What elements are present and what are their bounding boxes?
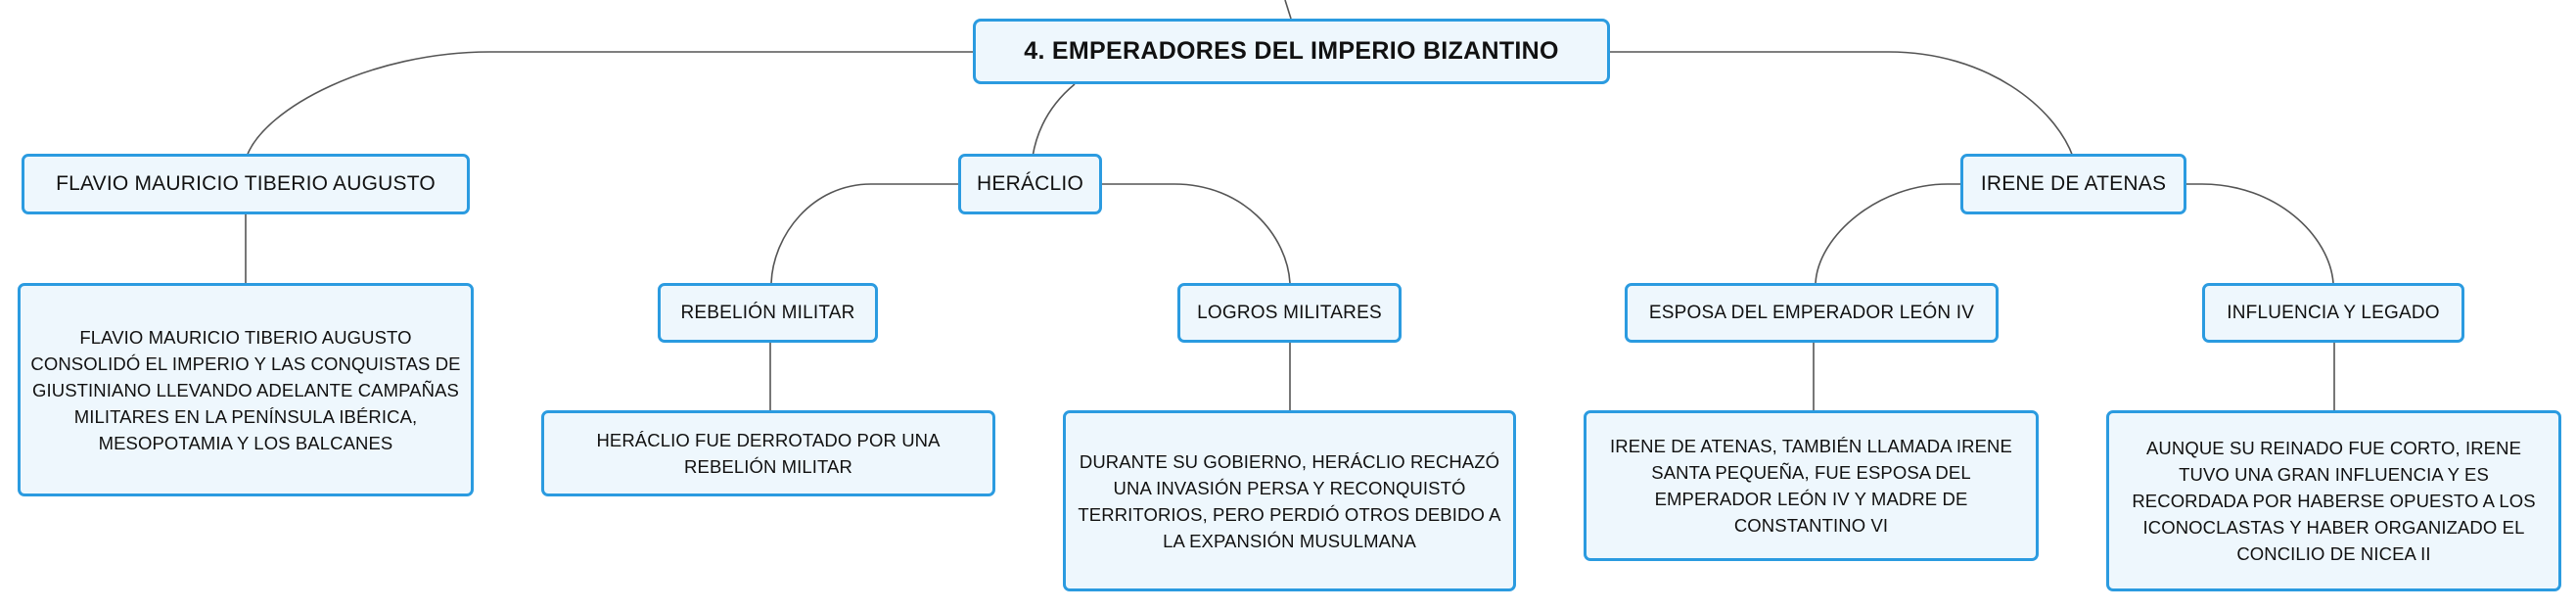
subtopic-rebelion-militar-label: REBELIÓN MILITAR [680, 302, 855, 323]
topic-flavio[interactable]: FLAVIO MAURICIO TIBERIO AUGUSTO [22, 154, 470, 214]
detail-rebelion-militar[interactable]: HERÁCLIO FUE DERROTADO POR UNA REBELIÓN … [541, 410, 995, 496]
subtopic-esposa-leon-iv-label: ESPOSA DEL EMPERADOR LEÓN IV [1648, 302, 1975, 323]
subtopic-logros-militares[interactable]: LOGROS MILITARES [1177, 283, 1402, 343]
detail-rebelion-militar-text: HERÁCLIO FUE DERROTADO POR UNA REBELIÓN … [596, 430, 941, 477]
detail-logros-militares-text: DURANTE SU GOBIERNO, HERÁCLIO RECHAZÓ UN… [1078, 450, 1501, 551]
connector-irene-influencia [2185, 183, 2334, 284]
subtopic-influencia-legado-label: INFLUENCIA Y LEGADO [2227, 302, 2440, 323]
detail-influencia-legado[interactable]: AUNQUE SU REINADO FUE CORTO, IRENE TUVO … [2106, 410, 2561, 591]
subtopic-influencia-legado[interactable]: INFLUENCIA Y LEGADO [2202, 283, 2464, 343]
subtopic-esposa-leon-iv[interactable]: ESPOSA DEL EMPERADOR LEÓN IV [1625, 283, 1999, 343]
topic-heraclio[interactable]: HERÁCLIO [958, 154, 1102, 214]
root-topic[interactable]: 4. EMPERADORES DEL IMPERIO BIZANTINO [973, 19, 1610, 84]
topic-heraclio-label: HERÁCLIO [977, 172, 1083, 195]
detail-logros-militares[interactable]: DURANTE SU GOBIERNO, HERÁCLIO RECHAZÓ UN… [1063, 410, 1516, 591]
connector-heraclio-rebelion [770, 183, 960, 284]
topic-irene[interactable]: IRENE DE ATENAS [1960, 154, 2186, 214]
topic-flavio-label: FLAVIO MAURICIO TIBERIO AUGUSTO [56, 172, 436, 195]
detail-esposa-leon-iv[interactable]: IRENE DE ATENAS, TAMBIÉN LLAMADA IRENE S… [1584, 410, 2039, 561]
subtopic-logros-militares-label: LOGROS MILITARES [1197, 302, 1382, 323]
connector-root-irene [1610, 51, 2074, 158]
connector-irene-esposa [1815, 183, 1962, 284]
connector-root-heraclio [1032, 83, 1076, 158]
detail-flavio-text: FLAVIO MAURICIO TIBERIO AUGUSTO CONSOLID… [30, 326, 461, 453]
root-topic-label: 4. EMPERADORES DEL IMPERIO BIZANTINO [1024, 37, 1559, 65]
topic-irene-label: IRENE DE ATENAS [1980, 172, 2167, 195]
detail-influencia-legado-text: AUNQUE SU REINADO FUE CORTO, IRENE TUVO … [2132, 438, 2536, 564]
detail-flavio[interactable]: FLAVIO MAURICIO TIBERIO AUGUSTO CONSOLID… [18, 283, 474, 496]
connector-root-flavio [246, 51, 973, 158]
subtopic-rebelion-militar[interactable]: REBELIÓN MILITAR [658, 283, 878, 343]
detail-esposa-leon-iv-text: IRENE DE ATENAS, TAMBIÉN LLAMADA IRENE S… [1610, 436, 2012, 536]
connector-heraclio-logros [1101, 183, 1291, 284]
connector-top [1284, 0, 1292, 20]
